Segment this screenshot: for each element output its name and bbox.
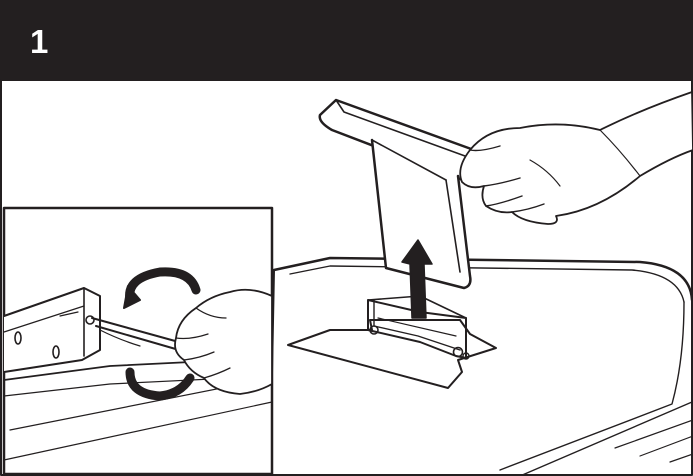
stand-mount-plate <box>288 296 496 388</box>
hand-lifting-stand <box>460 92 693 224</box>
inset-detail <box>4 208 272 474</box>
tv-back-panel <box>270 258 693 476</box>
